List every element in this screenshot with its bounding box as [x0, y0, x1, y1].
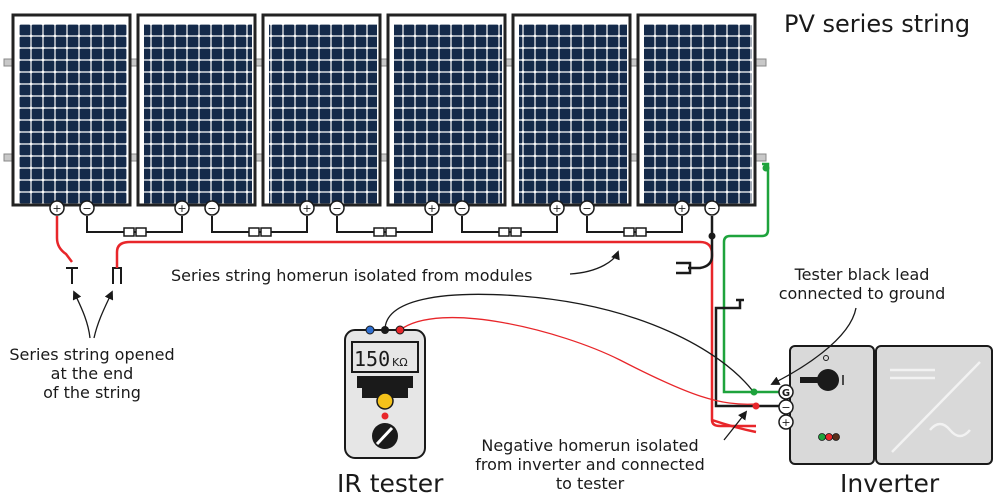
svg-text:−: − [457, 202, 466, 215]
inverter-terminal-plus: + [778, 414, 794, 430]
ir-tester-reading: 150 [354, 347, 390, 371]
opened-string-connector [55, 216, 756, 428]
pv-modules: +−+−+−+−+−+− [11, 13, 757, 216]
tester-leads [384, 293, 757, 405]
module-6-plus-terminal: + [674, 200, 690, 216]
ground-rail-point [762, 164, 770, 172]
tester-black-lead-ground-point [750, 388, 758, 396]
module-5-minus-terminal: − [579, 200, 595, 216]
svg-text:+: + [781, 416, 790, 429]
ir-tester-label: IR tester [337, 469, 444, 498]
inverter-right-panel [875, 345, 993, 465]
module-4-plus-terminal: + [424, 200, 440, 216]
pv-module-3: +− [261, 13, 382, 216]
pv-module-1: +− [11, 13, 132, 216]
module-3-plus-terminal: + [299, 200, 315, 216]
negative-homerun-junction [708, 232, 716, 240]
opened-string-label: Series string opened at the end of the s… [9, 345, 175, 402]
pv-module-6: +− [636, 13, 757, 216]
svg-text:G: G [782, 388, 790, 399]
inverter-black-conductor [714, 298, 780, 408]
tester-black-lead-label: Tester black lead connected to ground [778, 265, 946, 303]
svg-text:−: − [781, 401, 790, 414]
svg-text:−: − [707, 202, 716, 215]
pv-module-2: +− [136, 13, 257, 216]
ir-tester-indicator [381, 412, 389, 420]
svg-text:+: + [302, 202, 311, 215]
inverter-left-panel [789, 345, 875, 465]
module-2-plus-terminal: + [174, 200, 190, 216]
svg-text:+: + [677, 202, 686, 215]
svg-text:+: + [52, 202, 61, 215]
svg-text:+: + [177, 202, 186, 215]
tester-red-lead-point [752, 402, 760, 410]
module-4-minus-terminal: − [454, 200, 470, 216]
module-2-minus-terminal: − [204, 200, 220, 216]
svg-text:−: − [332, 202, 341, 215]
inverter-terminal-minus: − [778, 399, 794, 415]
ir-tester-jack-blue [365, 325, 375, 335]
diagram-title: PV series string [784, 10, 971, 38]
module-1-plus-terminal: + [49, 200, 65, 216]
annotation-arrows [72, 250, 857, 441]
inverter: G − + [778, 345, 993, 465]
mounting-rails [3, 58, 767, 162]
jumper-plugs [123, 227, 647, 237]
pv-module-5: +− [511, 13, 632, 216]
module-6-minus-terminal: − [704, 200, 720, 216]
pv-module-4: +− [386, 13, 507, 216]
svg-text:−: − [582, 202, 591, 215]
inverter-label: Inverter [840, 469, 940, 498]
svg-text:+: + [552, 202, 561, 215]
ir-tester: 150 KΩ [344, 325, 426, 459]
ground-wire [722, 162, 784, 394]
ir-tester-test-button [376, 392, 394, 410]
svg-text:+: + [427, 202, 436, 215]
negative-homerun-label: Negative homerun isolated from inverter … [475, 436, 705, 493]
ir-tester-jack-red [395, 325, 405, 335]
module-1-minus-terminal: − [79, 200, 95, 216]
module-3-minus-terminal: − [329, 200, 345, 216]
svg-text:−: − [82, 202, 91, 215]
inverter-terminal-ground: G [778, 384, 794, 400]
homerun-label: Series string homerun isolated from modu… [171, 266, 533, 285]
svg-text:−: − [207, 202, 216, 215]
ir-tester-unit: KΩ [392, 356, 408, 369]
ir-tester-jack-black [381, 326, 389, 334]
module-5-plus-terminal: + [549, 200, 565, 216]
